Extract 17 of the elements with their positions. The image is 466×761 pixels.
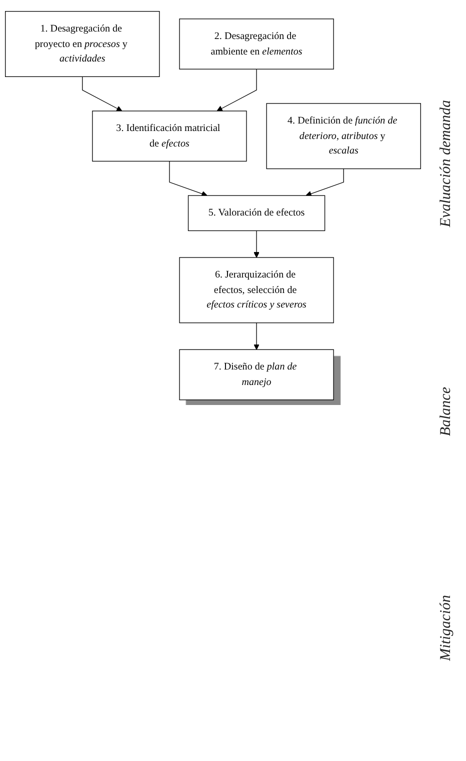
arrow xyxy=(254,322,260,350)
arrow xyxy=(169,160,208,197)
phase-label: Mitigación xyxy=(438,595,454,662)
phase-label: Balance xyxy=(438,386,454,436)
node-box xyxy=(92,110,247,162)
arrow xyxy=(254,230,260,258)
arrow xyxy=(306,168,344,197)
arrow xyxy=(82,76,122,112)
flowchart: 1. Desagregación de proyecto en procesos y actividades 2. Desagregación de ambiente en elementos 3. Identificación matricial de efectos 4. Definición de función de deterioro, atributos y escalas 5. Valoración de efectos 6. Jerarquización de efectos, selección de efectos críticos y severos 7. Diseño de plan de manejo xyxy=(0,6,426,406)
node-box xyxy=(179,18,334,70)
node-box xyxy=(179,349,334,400)
node-box xyxy=(266,103,421,170)
phase-label: Evaluación demanda xyxy=(438,100,454,227)
node-box xyxy=(179,257,334,324)
node-box xyxy=(188,195,326,232)
arrow xyxy=(216,68,257,112)
node-box xyxy=(5,11,160,77)
